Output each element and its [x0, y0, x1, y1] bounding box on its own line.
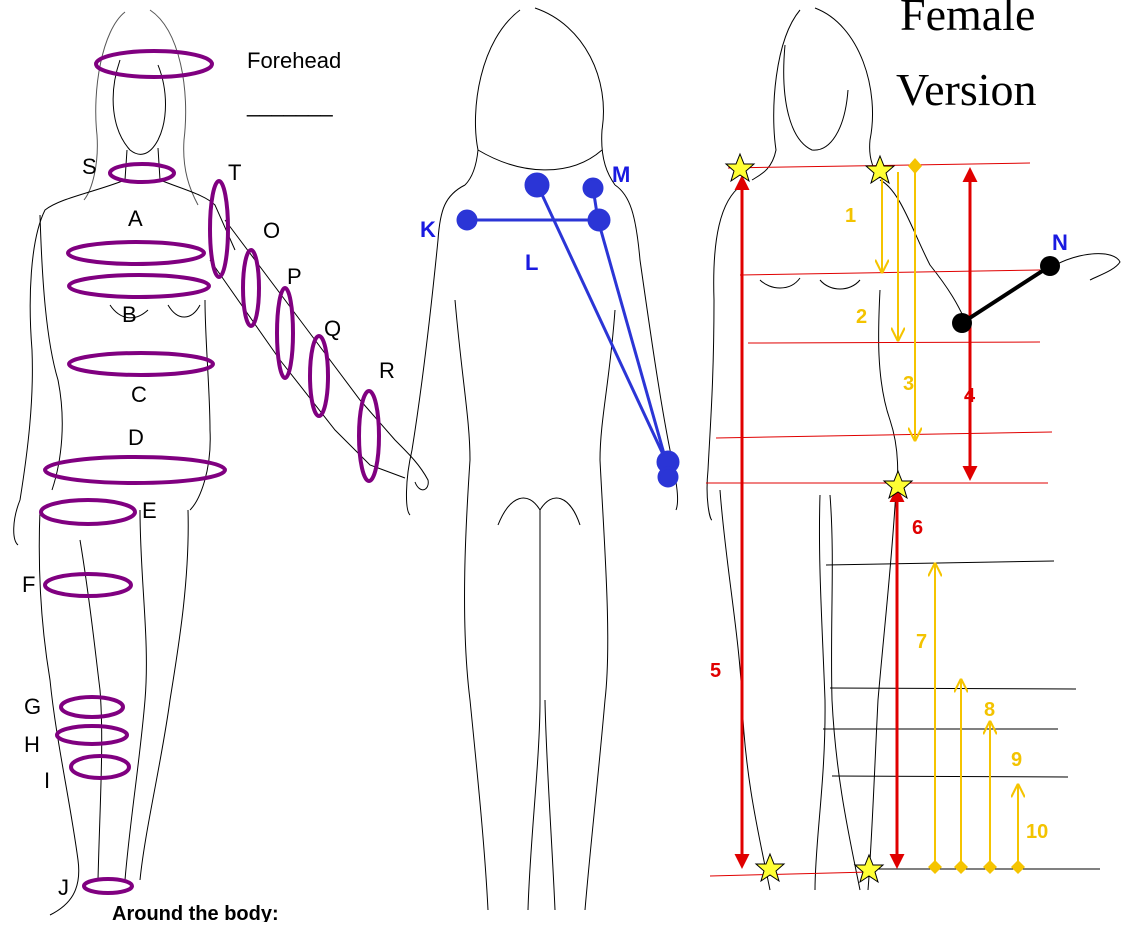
ring-e [41, 500, 135, 524]
label-7: 7 [916, 631, 927, 653]
ring-i [71, 756, 129, 778]
forehead-label: Forehead [247, 48, 341, 73]
point-m [584, 179, 602, 197]
label-a: A [128, 206, 143, 231]
label-n: N [1052, 230, 1068, 255]
label-e: E [142, 498, 157, 523]
ring-s [110, 164, 174, 182]
label-q: Q [324, 316, 341, 341]
label-d: D [128, 425, 144, 450]
label-8: 8 [984, 699, 995, 721]
ring-p [277, 288, 293, 378]
ring-b [69, 275, 209, 297]
ring-a [68, 242, 204, 264]
label-k: K [420, 217, 436, 242]
forehead-blank: _______ [246, 92, 333, 117]
label-4: 4 [964, 385, 976, 407]
ring-o [243, 250, 259, 326]
label-m: M [612, 162, 630, 187]
star-icon [726, 154, 754, 181]
label-s: S [82, 154, 97, 179]
side-reference-lines [706, 163, 1052, 876]
point-l-start [526, 174, 548, 196]
side-figure [707, 8, 1120, 890]
label-g: G [24, 694, 41, 719]
label-f: F [22, 572, 35, 597]
point-wrist-2 [659, 468, 677, 486]
arm-measure-n [952, 256, 1060, 333]
label-3: 3 [903, 373, 914, 395]
ring-r [359, 391, 379, 481]
around-body-heading: Around the body: [112, 903, 279, 922]
title-line-1: Female [900, 0, 1035, 40]
label-o: O [263, 218, 280, 243]
gold-diamonds [908, 158, 1025, 874]
back-figure [406, 8, 677, 910]
label-j: J [58, 875, 69, 900]
ring-h [57, 726, 127, 744]
label-h: H [24, 732, 40, 757]
label-5: 5 [710, 660, 721, 682]
front-figure [14, 10, 429, 915]
label-10: 10 [1026, 821, 1048, 843]
star-icon [866, 156, 894, 183]
title-line-2: Version [896, 64, 1037, 115]
label-2: 2 [856, 306, 867, 328]
label-9: 9 [1011, 749, 1022, 771]
label-6: 6 [912, 517, 923, 539]
label-1: 1 [845, 205, 856, 227]
label-r: R [379, 358, 395, 383]
ring-c [69, 353, 213, 375]
point-shoulder [589, 210, 609, 230]
back-measurement-lines [458, 174, 678, 486]
forehead-ring [96, 51, 212, 77]
label-l: L [525, 250, 538, 275]
label-c: C [131, 382, 147, 407]
label-b: B [122, 302, 137, 327]
ring-d [45, 457, 225, 483]
ring-q [310, 336, 328, 416]
star-markers [726, 154, 912, 882]
ring-j [84, 879, 132, 893]
label-t: T [228, 160, 241, 185]
label-i: I [44, 768, 50, 793]
label-p: P [287, 264, 302, 289]
ring-g [61, 697, 123, 717]
point-k [458, 211, 476, 229]
star-icon [756, 854, 784, 881]
